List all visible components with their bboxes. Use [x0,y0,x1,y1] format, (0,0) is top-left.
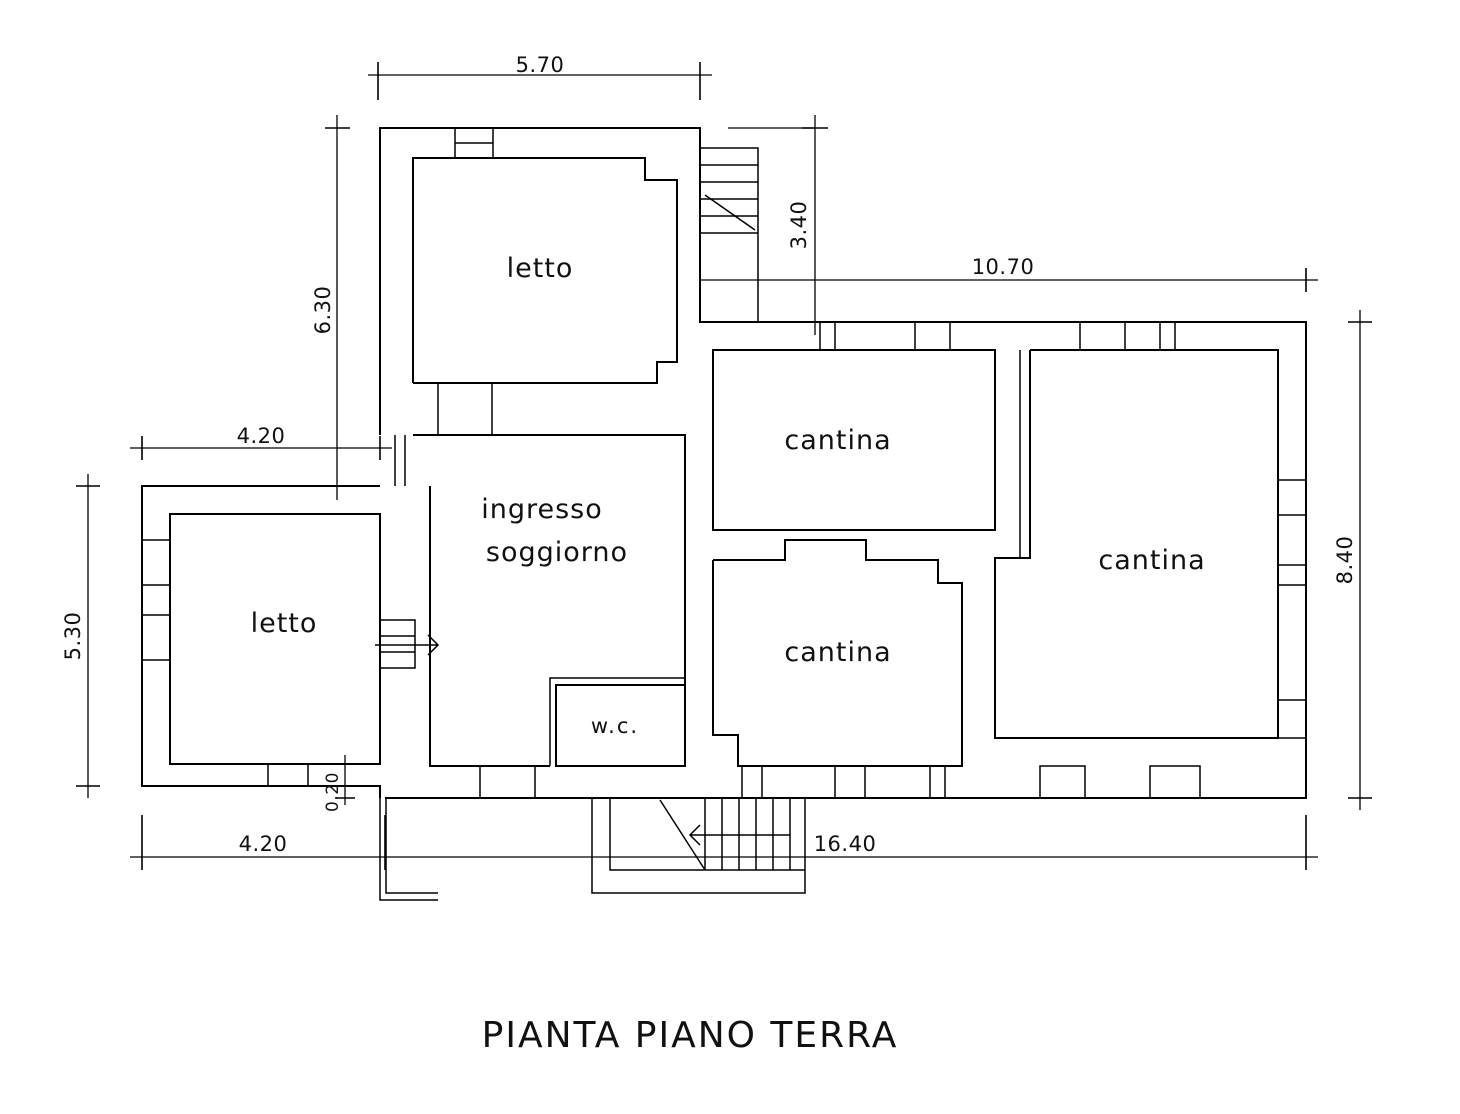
window [1277,564,1307,586]
dim-left-height: 5.30 [61,612,85,661]
plan-title: PIANTA PIANO TERRA [482,1015,899,1056]
window [834,765,866,799]
room-label-wc: w.c. [591,714,639,738]
stair-arrow [659,799,706,871]
wall-ingresso-left [429,486,550,767]
window [929,765,946,799]
external-step [379,798,438,901]
wall-ingresso-top-right [413,434,686,685]
stair-arrow [704,194,756,231]
wall-wc-outer [549,677,685,766]
wall-cantina-right [994,349,1279,739]
wall-left-bedroom-inner [169,513,381,765]
room-label-cantina-right: cantina [1098,545,1205,576]
dim-right-height: 8.40 [1333,536,1357,585]
window [1149,765,1201,799]
dim-right-width: 10.70 [972,255,1035,279]
window [741,765,763,799]
room-label-cantina-middle: cantina [784,637,891,668]
window [479,765,536,799]
stairs-left [375,619,440,669]
window [267,763,309,787]
dim-top-width: 5.70 [516,53,565,77]
stairs-lower [591,798,806,894]
room-label-letto-left: letto [251,608,318,639]
room-label-cantina-top: cantina [784,425,891,456]
stair-frame [699,147,759,323]
window [819,321,836,351]
room-label-letto-top: letto [507,253,574,284]
window [914,321,951,351]
window [1159,321,1176,351]
room-label-ingresso: ingresso [481,494,603,525]
window [1039,765,1086,799]
stairs-upper [699,147,759,323]
wall-left-block-outer [141,485,381,798]
windows [141,127,1307,799]
window [1277,479,1307,516]
wall-wc [555,684,686,767]
wall-top-block-outer [379,127,818,435]
window [141,539,171,586]
dim-stair-height: 3.40 [787,201,811,250]
wall-cantina-middle [712,539,963,767]
window [1079,321,1126,351]
room-label-soggiorno: soggiorno [486,537,628,568]
dimension-lines [76,62,1372,870]
window [141,614,171,661]
dim-wall-step: 0.20 [323,772,343,812]
wall-cantina-top [712,349,996,531]
dim-total-width: 16.40 [814,832,877,856]
window [1277,699,1307,739]
dim-left-width-top: 4.20 [237,424,286,448]
stair-frame [591,798,806,894]
dim-left-width-bottom: 4.20 [239,832,288,856]
walls [141,127,1307,799]
dim-top-height: 6.30 [311,286,335,335]
